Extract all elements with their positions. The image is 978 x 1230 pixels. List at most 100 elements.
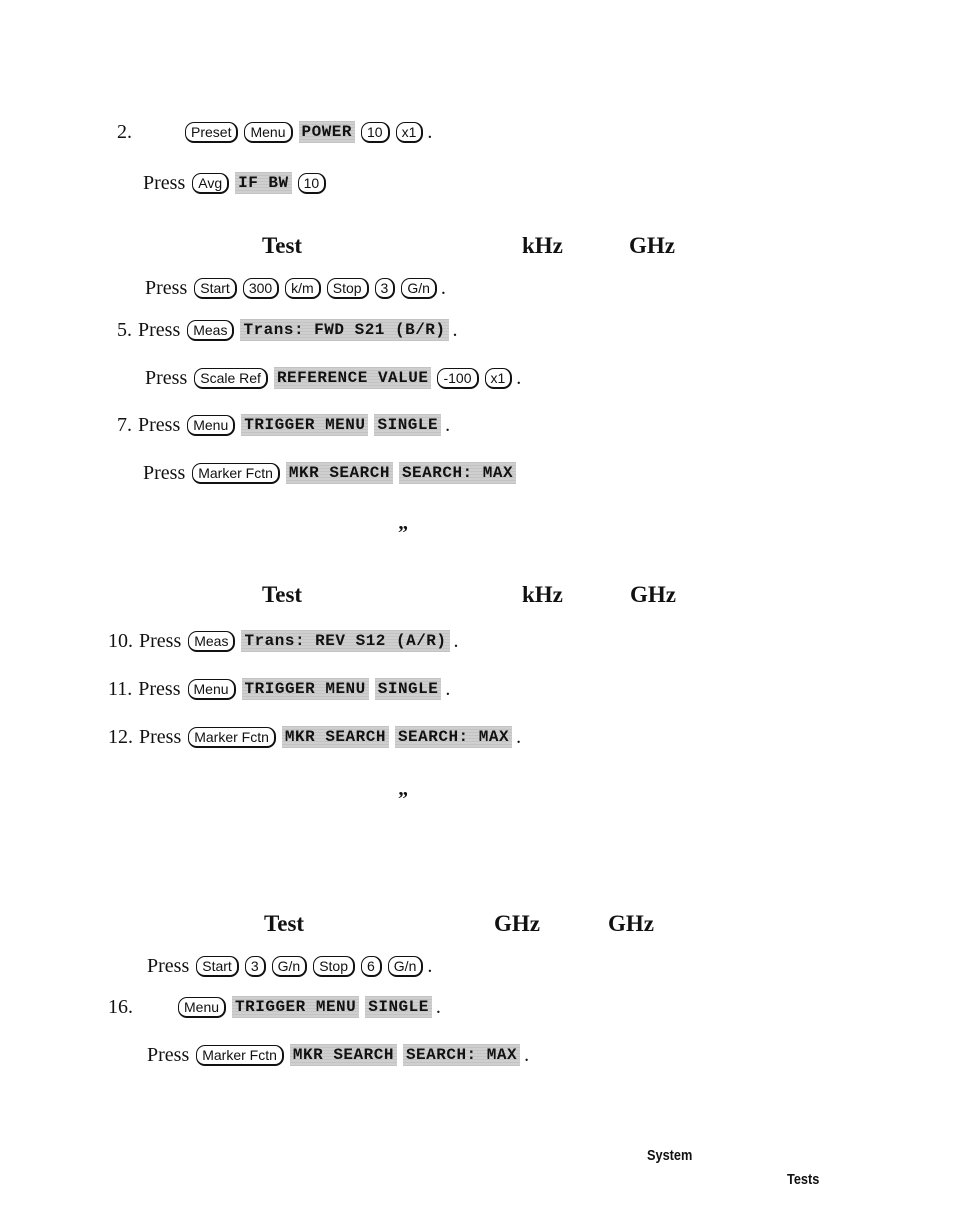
- step-line: Press Start 3 G/n Stop 6 G/n .: [147, 951, 432, 981]
- period: .: [435, 995, 441, 1018]
- step-line: 7. Press Menu TRIGGER MENU SINGLE .: [117, 410, 450, 440]
- k-m-key[interactable]: k/m: [285, 277, 321, 299]
- step-line: 2. Preset Menu POWER 10 x1 .: [117, 117, 432, 147]
- press-text: Press: [138, 677, 181, 700]
- press-text: Press: [143, 171, 186, 194]
- period: .: [445, 677, 451, 700]
- ghz-fragment: GHz: [630, 582, 676, 607]
- press-text: Press: [143, 461, 186, 484]
- numeric-key[interactable]: 6: [361, 955, 382, 977]
- search-max-softkey[interactable]: SEARCH: MAX: [394, 726, 513, 748]
- search-max-softkey[interactable]: SEARCH: MAX: [398, 462, 517, 484]
- period: .: [524, 1043, 530, 1066]
- scale-ref-key[interactable]: Scale Ref: [194, 367, 268, 389]
- step-number: 10.: [108, 629, 133, 652]
- g-n-key[interactable]: G/n: [401, 277, 437, 299]
- press-text: Press: [145, 366, 188, 389]
- menu-key[interactable]: Menu: [244, 121, 293, 143]
- step-line: Press Marker Fctn MKR SEARCH SEARCH: MAX…: [147, 1040, 529, 1070]
- x1-key[interactable]: x1: [395, 121, 424, 143]
- g-n-key[interactable]: G/n: [387, 955, 424, 977]
- marker-fctn-key[interactable]: Marker Fctn: [192, 462, 280, 484]
- power-softkey[interactable]: POWER: [298, 121, 356, 143]
- numeric-key[interactable]: 10: [297, 172, 327, 194]
- marker-fctn-key[interactable]: Marker Fctn: [188, 726, 276, 748]
- step-number: 7.: [117, 413, 132, 436]
- press-text: Press: [139, 725, 182, 748]
- khz-fragment: kHz: [522, 233, 563, 258]
- quote-mark: ”: [398, 522, 408, 544]
- search-max-softkey[interactable]: SEARCH: MAX: [402, 1044, 521, 1066]
- menu-key[interactable]: Menu: [187, 678, 236, 700]
- single-softkey[interactable]: SINGLE: [365, 996, 432, 1018]
- numeric-key[interactable]: 3: [244, 955, 266, 977]
- ghz-fragment: GHz: [494, 911, 540, 936]
- step-number: 2.: [117, 120, 132, 143]
- g-n-key[interactable]: G/n: [271, 955, 308, 977]
- single-softkey[interactable]: SINGLE: [374, 678, 442, 700]
- press-text: Press: [147, 954, 190, 977]
- step-line: 5. Press Meas Trans: FWD S21 (B/R) .: [117, 315, 458, 345]
- menu-key[interactable]: Menu: [178, 996, 227, 1018]
- single-softkey[interactable]: SINGLE: [374, 414, 442, 436]
- ghz-fragment: GHz: [608, 911, 654, 936]
- trigger-menu-softkey[interactable]: TRIGGER MENU: [241, 414, 369, 436]
- period: .: [453, 629, 459, 652]
- step-number: 11.: [108, 677, 133, 700]
- footer-system: System: [647, 1147, 693, 1164]
- trigger-menu-softkey[interactable]: TRIGGER MENU: [241, 678, 369, 700]
- stop-key[interactable]: Stop: [326, 277, 369, 299]
- numeric-key[interactable]: 10: [361, 121, 390, 143]
- preset-key[interactable]: Preset: [185, 121, 239, 143]
- trans-rev-s12-softkey[interactable]: Trans: REV S12 (A/R): [241, 630, 450, 652]
- step-line: 11. Press Menu TRIGGER MENU SINGLE .: [108, 674, 450, 704]
- numeric-key[interactable]: -100: [437, 367, 479, 389]
- mkr-search-softkey[interactable]: MKR SEARCH: [285, 462, 393, 484]
- test-heading-fragment: Test: [262, 582, 303, 607]
- step-number: 12.: [108, 725, 133, 748]
- start-key[interactable]: Start: [196, 955, 239, 977]
- footer-tests: Tests: [787, 1171, 820, 1188]
- mkr-search-softkey[interactable]: MKR SEARCH: [281, 726, 389, 748]
- step-line: Press Scale Ref REFERENCE VALUE -100 x1 …: [145, 363, 521, 393]
- step-number: 16.: [108, 995, 133, 1018]
- meas-key[interactable]: Meas: [188, 630, 236, 652]
- step-line: 16. Menu TRIGGER MENU SINGLE .: [108, 992, 441, 1022]
- x1-key[interactable]: x1: [484, 367, 513, 389]
- trans-fwd-s21-softkey[interactable]: Trans: FWD S21 (B/R): [240, 319, 449, 341]
- press-text: Press: [138, 318, 181, 341]
- avg-key[interactable]: Avg: [192, 172, 230, 194]
- period: .: [516, 725, 522, 748]
- ghz-fragment: GHz: [629, 233, 675, 258]
- numeric-key[interactable]: 3: [374, 277, 396, 299]
- reference-value-softkey[interactable]: REFERENCE VALUE: [273, 367, 432, 389]
- step-line: Press Marker Fctn MKR SEARCH SEARCH: MAX: [143, 458, 519, 488]
- mkr-search-softkey[interactable]: MKR SEARCH: [289, 1044, 397, 1066]
- menu-key[interactable]: Menu: [187, 414, 236, 436]
- period: .: [440, 276, 446, 299]
- stop-key[interactable]: Stop: [313, 955, 355, 977]
- khz-fragment: kHz: [522, 582, 563, 607]
- period: .: [452, 318, 458, 341]
- step-line: 10. Press Meas Trans: REV S12 (A/R) .: [108, 626, 459, 656]
- step-line: Press Avg IF BW 10: [143, 168, 329, 198]
- step-line: 12. Press Marker Fctn MKR SEARCH SEARCH:…: [108, 722, 521, 752]
- press-text: Press: [138, 413, 181, 436]
- if-bw-softkey[interactable]: IF BW: [235, 172, 292, 194]
- press-text: Press: [139, 629, 182, 652]
- period: .: [427, 954, 433, 977]
- period: .: [516, 366, 522, 389]
- meas-key[interactable]: Meas: [187, 319, 235, 341]
- step-line: Press Start 300 k/m Stop 3 G/n .: [145, 273, 446, 303]
- marker-fctn-key[interactable]: Marker Fctn: [196, 1044, 284, 1066]
- start-key[interactable]: Start: [194, 277, 237, 299]
- trigger-menu-softkey[interactable]: TRIGGER MENU: [232, 996, 360, 1018]
- quote-mark: ”: [398, 788, 408, 810]
- period: .: [445, 413, 451, 436]
- press-text: Press: [145, 276, 188, 299]
- step-number: 5.: [117, 318, 132, 341]
- press-text: Press: [147, 1043, 190, 1066]
- test-heading-fragment: Test: [264, 911, 305, 936]
- test-heading-fragment: Test: [262, 233, 303, 258]
- numeric-key[interactable]: 300: [242, 277, 280, 299]
